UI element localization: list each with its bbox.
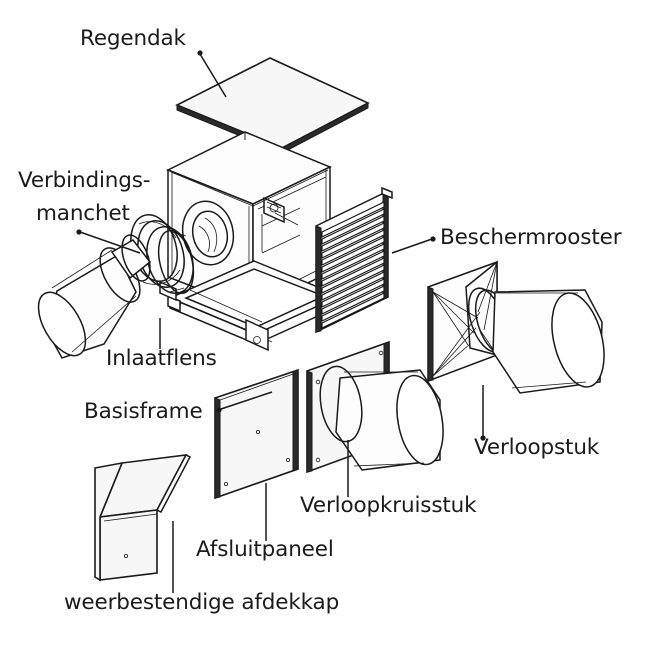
part-beschermrooster [315, 186, 393, 334]
leader-beschermrooster [391, 238, 433, 254]
label-weerbestendige-afdekkap: weerbestendige afdekkap [64, 590, 339, 615]
leader-dot-verbindingsmanchet [76, 229, 82, 235]
leader-dot-verloopstuk [480, 435, 486, 441]
inlet-flange-plate [157, 229, 195, 295]
left-duct-collar [110, 234, 152, 282]
leader-verbindingsmanchet [79, 231, 141, 254]
label-inlaatflens: Inlaatflens [106, 346, 217, 371]
leader-lines [76, 50, 486, 593]
label-beschermrooster: Beschermrooster [440, 225, 622, 250]
diagram-labels: Regendak Verbindings- manchet Beschermro… [18, 26, 622, 615]
leader-dot-beschermrooster [430, 236, 436, 242]
label-regendak: Regendak [80, 26, 186, 51]
label-basisframe: Basisframe [84, 399, 203, 424]
leader-basisframe [217, 391, 273, 411]
label-verloopstuk: Verloopstuk [474, 435, 600, 460]
verloopstuk-duct [492, 289, 605, 394]
leader-dot-regendak [197, 50, 203, 56]
housing-motor-detail [261, 196, 299, 252]
label-verbindingsmanchet-line2: manchet [36, 201, 130, 226]
part-basisframe [167, 260, 342, 349]
label-verloopkruisstuk: Verloopkruisstuk [300, 493, 477, 518]
part-verloopkruisstuk [306, 340, 444, 474]
part-inlaatflens [37, 229, 195, 359]
part-afsluitpaneel [214, 368, 299, 500]
verloopkruisstuk-duct [319, 365, 444, 471]
grille-slats [321, 201, 385, 329]
label-verbindingsmanchet-line1: Verbindings- [18, 168, 150, 193]
leader-dot-basisframe [216, 407, 222, 413]
label-afsluitpaneel: Afsluitpaneel [196, 537, 334, 562]
leader-regendak [199, 53, 227, 98]
left-duct-cylinder [37, 247, 141, 359]
housing-lower-bracket [159, 280, 269, 352]
part-regendak [175, 57, 370, 154]
part-weerbestendige-afdekkap [94, 454, 192, 582]
part-verloopstuk [427, 260, 605, 394]
